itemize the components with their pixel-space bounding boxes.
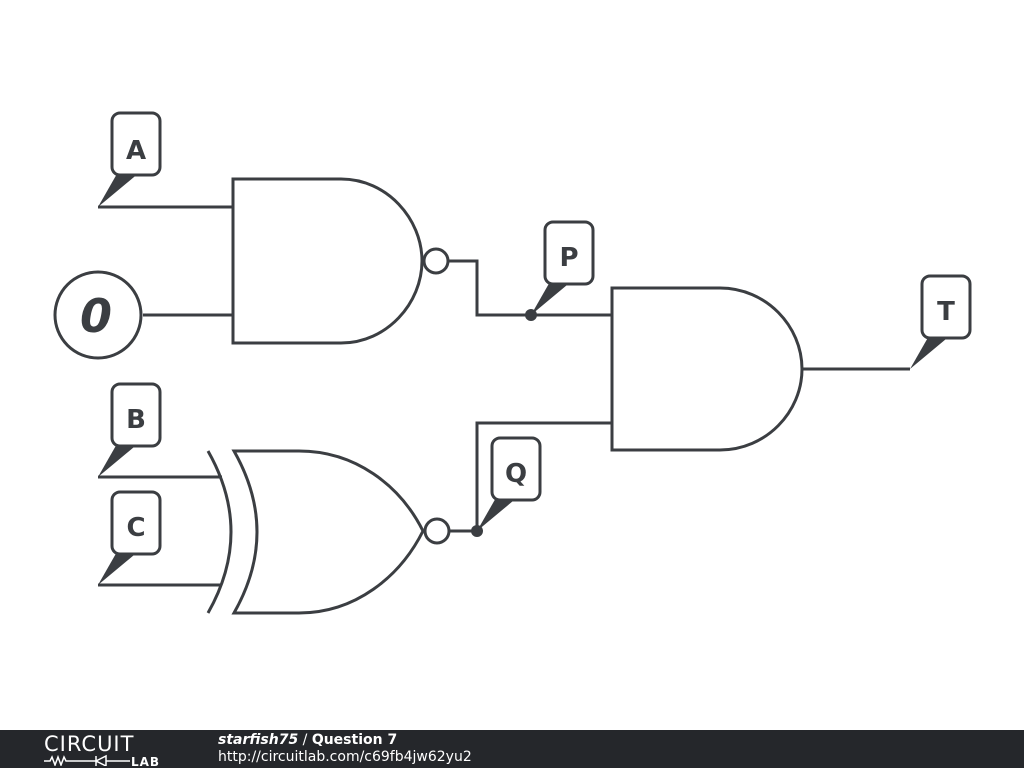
tag-p-box — [543, 220, 595, 286]
wire-q — [449, 421, 612, 533]
tag-t-text: T — [937, 297, 955, 327]
footer-info: starfish75 / Question 7 http://circuitla… — [218, 732, 472, 766]
tag-a-pointer — [98, 172, 140, 207]
tag-a-box — [110, 111, 162, 177]
tag-q-text: Q — [505, 459, 527, 489]
circuit-schematic: 0 A P T B C Q — [53, 111, 972, 615]
label-tag-t: T — [910, 274, 972, 369]
tag-p-pointer — [531, 280, 573, 315]
nand-output-bubble — [422, 247, 450, 275]
tag-q-box — [490, 436, 542, 502]
tag-b-box — [110, 382, 162, 448]
label-tag-a: A — [98, 111, 162, 207]
xnor-output-bubble — [423, 517, 451, 545]
tag-c-box — [110, 490, 162, 556]
tag-b-text: B — [126, 405, 146, 435]
logo-resistor-icon — [44, 754, 130, 766]
tag-t-pointer — [910, 334, 952, 369]
footer-bar: CIRCUIT LAB starfish75 / Question 7 http… — [0, 730, 1024, 768]
tag-t-box — [920, 274, 972, 340]
label-tag-b: B — [98, 382, 162, 477]
tag-a-text: A — [126, 136, 146, 166]
circuitlab-logo: CIRCUIT LAB — [44, 732, 160, 766]
tag-p-text: P — [559, 243, 578, 273]
circuit-url[interactable]: http://circuitlab.com/c69fb4jw62yu2 — [218, 749, 472, 765]
tag-c-text: C — [126, 513, 145, 543]
constant-zero-source — [53, 270, 143, 360]
wire-p — [449, 259, 612, 317]
xnor-input-arc — [206, 450, 233, 614]
author-name[interactable]: starfish75 — [218, 732, 299, 748]
label-tag-p: P — [531, 220, 595, 315]
xnor-gate — [231, 449, 425, 615]
constant-zero-label: 0 — [80, 289, 112, 343]
label-tag-q: Q — [477, 436, 542, 531]
title-separator: / — [298, 732, 312, 748]
logo-circuit-text: CIRCUIT — [44, 732, 134, 756]
tag-q-pointer — [477, 496, 519, 531]
nand-gate — [231, 177, 424, 345]
and-gate — [610, 286, 804, 452]
tag-c-pointer — [98, 550, 140, 585]
tag-b-pointer — [98, 442, 140, 477]
circuit-title: Question 7 — [311, 732, 398, 748]
label-tag-c: C — [98, 490, 162, 585]
logo-lab-text: LAB — [131, 755, 160, 766]
footer-title-line: starfish75 / Question 7 — [218, 732, 472, 749]
